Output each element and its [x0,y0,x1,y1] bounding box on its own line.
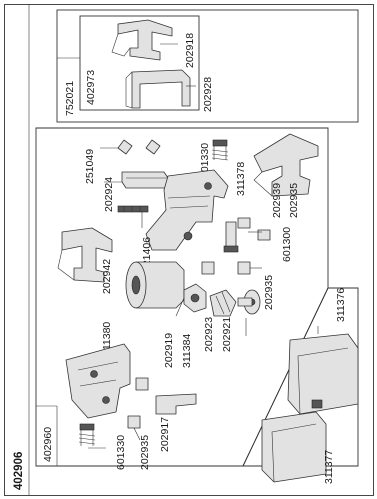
nut-311384-drawing [183,283,207,313]
group-402973-frame [79,15,200,111]
part-202935-mid-label: 202935 [263,275,275,310]
screw-601330-bottom-drawing [78,423,96,446]
outer-frame [4,4,374,496]
part-202919-label: 202919 [163,333,175,368]
part-251049-label: 251049 [84,149,96,184]
knob-202923-drawing [209,289,237,317]
kit-number: 402906 [13,452,25,490]
bracket-202942-drawing [57,227,113,283]
part-202935-bottom-label: 202935 [139,435,151,470]
part-601330-bottom-label: 601330 [115,435,127,470]
part-202923-label: 202923 [203,317,215,352]
part-202918-label: 202918 [184,33,196,68]
spacers-202935-mid-drawing [201,261,251,275]
pads-251049-drawing [117,139,161,155]
part-202939-label: 202939 [271,183,283,218]
group-402960-frame [35,127,329,467]
bracket-311378-drawing [145,169,229,251]
roller-311380-drawing [125,261,185,309]
part-202917-label: 202917 [159,417,171,452]
part-202942-label: 202942 [101,259,113,294]
clip-202939-drawing [253,133,319,197]
group-402973-label: 402973 [85,70,97,105]
plate-202924-drawing [121,171,169,189]
part-311377-label: 311377 [323,450,335,484]
part-311384-label: 311384 [181,334,193,368]
slider-202917-drawing [155,393,197,415]
part-202935-right-label: 202935 [288,183,300,218]
part-601330-top-label: 601330 [199,143,211,178]
group-402960-label: 402960 [42,427,54,462]
spacers-202935-bottom-drawing [127,377,149,429]
part-311378-label: 311378 [235,162,247,196]
screw-601330-top-drawing [211,139,229,161]
cover-311377-drawing [261,411,327,483]
part-202921-label: 202921 [221,317,233,352]
cover-311376-drawing [287,333,359,415]
part-601300-label: 601300 [281,227,293,262]
bolt-601300-drawing [223,217,271,253]
bracket-202918-drawing [111,19,173,61]
pin-621406-drawing [117,205,149,213]
group-752021-label: 752021 [64,81,76,116]
part-202928-label: 202928 [202,77,214,112]
part-311376-label: 311376 [335,288,347,322]
group-752021-frame [56,9,359,123]
part-202924-label: 202924 [103,177,115,212]
disc-202921-drawing [237,289,261,315]
clip-202928-drawing [125,69,191,109]
part-311380-label: 311380 [101,322,113,356]
frame-311380-drawing [65,343,131,419]
